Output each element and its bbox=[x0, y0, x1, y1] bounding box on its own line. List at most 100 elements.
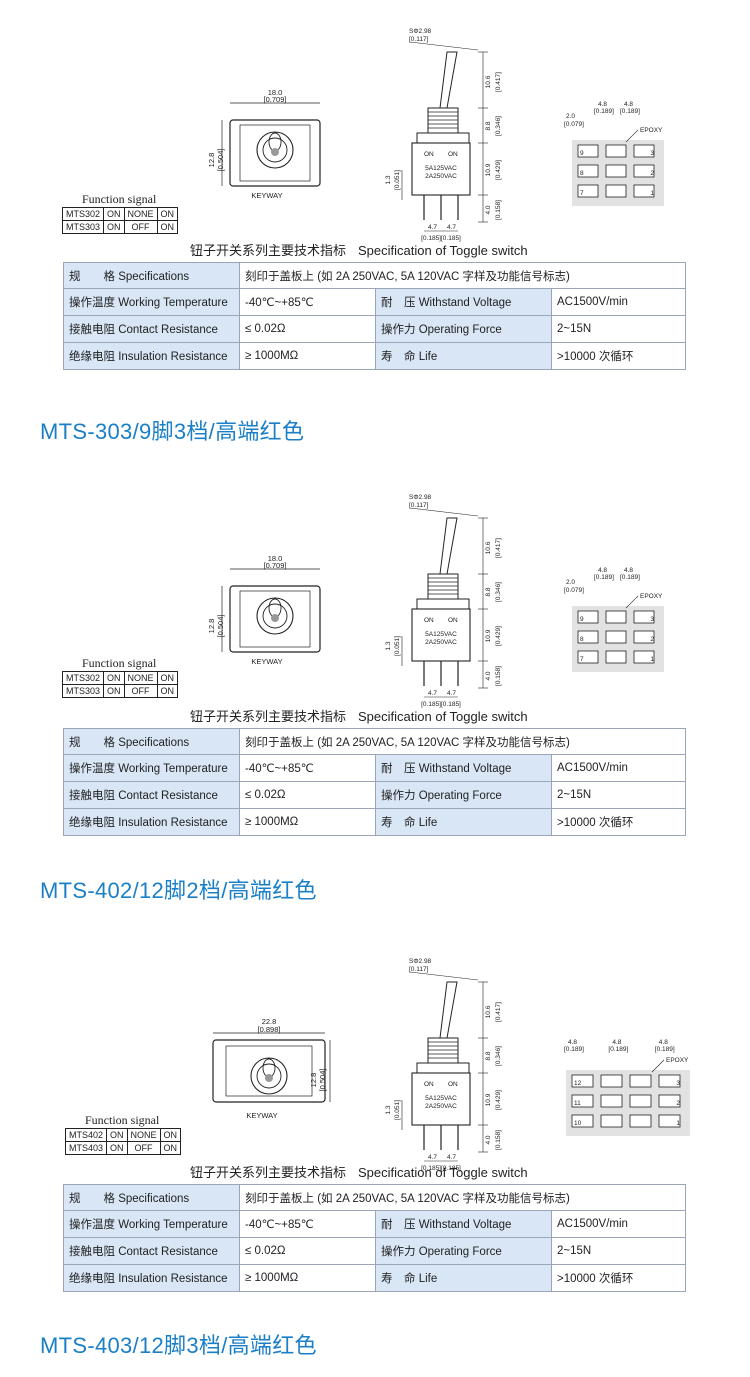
body-width-label: 18.0 bbox=[268, 554, 283, 563]
pin-number: 2 bbox=[650, 170, 654, 177]
spec-row-insulation: 绝缘电阻 Insulation Resistance ≥ 1000MΩ 寿 命 … bbox=[63, 342, 686, 370]
spec-value: 刻印于盖板上 (如 2A 250VAC, 5A 120VAC 字样及功能信号标志… bbox=[239, 262, 686, 289]
dim-h1: 10.6 bbox=[485, 1005, 492, 1018]
product-heading: MTS-402/12脚2档/高端红色 bbox=[40, 878, 317, 903]
spec-row-specifications: 规 格 Specifications 刻印于盖板上 (如 2A 250VAC, … bbox=[63, 1184, 686, 1211]
pin-number: 7 bbox=[580, 656, 584, 663]
rating-line2: 2A250VAC bbox=[425, 1103, 457, 1110]
lever-diameter-inch-label: [0.117] bbox=[409, 966, 429, 973]
dim-h4: 4.0 bbox=[485, 1135, 492, 1144]
dim-side: 1.3 bbox=[385, 1105, 392, 1114]
dim-h1: 10.6 bbox=[485, 75, 492, 88]
dim-h4: 4.0 bbox=[485, 205, 492, 214]
front-view: 22.8 [0.898] 12.8 [0.504] KEYWAY bbox=[212, 1017, 331, 1120]
dim-pitch-right: 4.7 bbox=[447, 1154, 456, 1161]
pin-number: 2 bbox=[676, 1100, 680, 1107]
on-right-label: ON bbox=[448, 617, 458, 624]
dim-h1-in: [0.417] bbox=[495, 72, 502, 92]
spec-value: 刻印于盖板上 (如 2A 250VAC, 5A 120VAC 字样及功能信号标志… bbox=[239, 1184, 686, 1211]
pin-layout-view: 3219872.0[0.079]4.8[0.189]4.8[0.189]EPOX… bbox=[564, 567, 664, 672]
epoxy-label: EPOXY bbox=[666, 1057, 689, 1064]
spec-label: 规 格 Specifications bbox=[63, 262, 240, 289]
on-left-label: ON bbox=[424, 617, 434, 624]
function-cell: MTS303 bbox=[61, 220, 105, 234]
function-cell: MTS302 bbox=[61, 671, 105, 685]
pitch-label: 4.8 bbox=[598, 101, 607, 108]
spec-value: ≤ 0.02Ω bbox=[239, 1237, 376, 1265]
dim-h2-in: [0.346] bbox=[495, 116, 502, 136]
dim-h4-in: [0.158] bbox=[495, 666, 502, 686]
pin-layout-view: 3219872.0[0.079]4.8[0.189]4.8[0.189]EPOX… bbox=[564, 101, 664, 206]
dim-pitch-in: [0.185][0.185] bbox=[421, 1165, 461, 1172]
pin-layout-view: 3211211104.8[0.189]4.8[0.189]4.8[0.189]E… bbox=[564, 1039, 690, 1136]
dim-pitch-in: [0.185][0.185] bbox=[421, 235, 461, 242]
function-cell: ON bbox=[159, 1128, 182, 1142]
pitch-inch-label: [0.189] bbox=[564, 1046, 584, 1053]
on-left-label: ON bbox=[424, 151, 434, 158]
spec-label: 耐 压 Withstand Voltage bbox=[375, 1210, 552, 1238]
function-cell: ON bbox=[159, 1141, 182, 1155]
pin-number: 1 bbox=[676, 1120, 680, 1127]
dim-side-in: [0.051] bbox=[394, 1100, 401, 1120]
spec-label: 操作温度 Working Temperature bbox=[63, 288, 240, 316]
spec-row-resistance: 接触电阻 Contact Resistance ≤ 0.02Ω 操作力 Oper… bbox=[63, 1237, 686, 1265]
lever-diameter-label: SΦ2.98 bbox=[409, 494, 432, 501]
spec-row-temperature: 操作温度 Working Temperature -40℃~+85℃ 耐 压 W… bbox=[63, 754, 686, 782]
rating-line2: 2A250VAC bbox=[425, 173, 457, 180]
pitch-label: 2.0 bbox=[566, 113, 575, 120]
dim-h1-in: [0.417] bbox=[495, 538, 502, 558]
function-cell: MTS302 bbox=[61, 207, 105, 221]
spec-label: 寿 命 Life bbox=[375, 342, 552, 370]
spec-value: 刻印于盖板上 (如 2A 250VAC, 5A 120VAC 字样及功能信号标志… bbox=[239, 728, 686, 755]
pitch-label: 4.8 bbox=[624, 101, 633, 108]
function-cell: MTS403 bbox=[64, 1141, 108, 1155]
function-cell: OFF bbox=[126, 1141, 161, 1155]
function-cell: ON bbox=[103, 684, 125, 698]
dim-h3-in: [0.429] bbox=[495, 626, 502, 646]
body-height-inch-label: [0.504] bbox=[318, 1069, 327, 1092]
dim-pitch-left: 4.7 bbox=[428, 224, 437, 231]
dim-h2-in: [0.346] bbox=[495, 582, 502, 602]
function-cell: MTS303 bbox=[61, 684, 105, 698]
function-cell: NONE bbox=[123, 671, 158, 685]
pin-number: 1 bbox=[650, 190, 654, 197]
pin-number: 12 bbox=[574, 1080, 582, 1087]
spec-caption-cn: 钮子开关系列主要技术指标 bbox=[190, 1165, 347, 1180]
spec-value: -40℃~+85℃ bbox=[239, 754, 376, 782]
spec-label: 绝缘电阻 Insulation Resistance bbox=[63, 808, 240, 836]
dim-h2: 8.8 bbox=[485, 587, 492, 596]
dim-h2: 8.8 bbox=[485, 121, 492, 130]
front-view: 18.0 [0.709] 12.8 [0.504] KEYWAY bbox=[207, 88, 321, 200]
spec-caption-en: Specification of Toggle switch bbox=[358, 243, 528, 258]
spec-label: 接触电阻 Contact Resistance bbox=[63, 1237, 240, 1265]
spec-table: 规 格 Specifications 刻印于盖板上 (如 2A 250VAC, … bbox=[63, 1184, 686, 1292]
technical-drawing: 22.8 [0.898] 12.8 [0.504] KEYWAY SΦ2.98 bbox=[0, 930, 750, 1180]
spec-label: 接触电阻 Contact Resistance bbox=[63, 781, 240, 809]
side-view: SΦ2.98 [0.117] ON ON 5A125VAC 2A25 bbox=[385, 958, 502, 1172]
keyway-label: KEYWAY bbox=[246, 1111, 277, 1120]
pitch-label: 2.0 bbox=[566, 579, 575, 586]
pitch-label: 4.8 bbox=[568, 1039, 577, 1046]
body-height-inch-label: [0.504] bbox=[216, 149, 225, 172]
pin-number: 7 bbox=[580, 190, 584, 197]
on-right-label: ON bbox=[448, 1081, 458, 1088]
body-width-inch-label: [0.709] bbox=[264, 561, 287, 570]
keyway-label: KEYWAY bbox=[251, 657, 282, 666]
function-cell: ON bbox=[156, 684, 179, 698]
pin-number: 11 bbox=[574, 1100, 581, 1107]
product-section: 22.8 [0.898] 12.8 [0.504] KEYWAY SΦ2.98 bbox=[0, 930, 750, 1368]
spec-row-insulation: 绝缘电阻 Insulation Resistance ≥ 1000MΩ 寿 命 … bbox=[63, 808, 686, 836]
dim-h4-in: [0.158] bbox=[495, 1130, 502, 1150]
dim-h3: 10.9 bbox=[485, 629, 492, 642]
pin-number: 8 bbox=[580, 170, 584, 177]
function-cell: NONE bbox=[126, 1128, 161, 1142]
spec-value: -40℃~+85℃ bbox=[239, 1210, 376, 1238]
dim-h4-in: [0.158] bbox=[495, 200, 502, 220]
spec-value: AC1500V/min bbox=[551, 754, 686, 782]
function-cell: MTS402 bbox=[64, 1128, 108, 1142]
